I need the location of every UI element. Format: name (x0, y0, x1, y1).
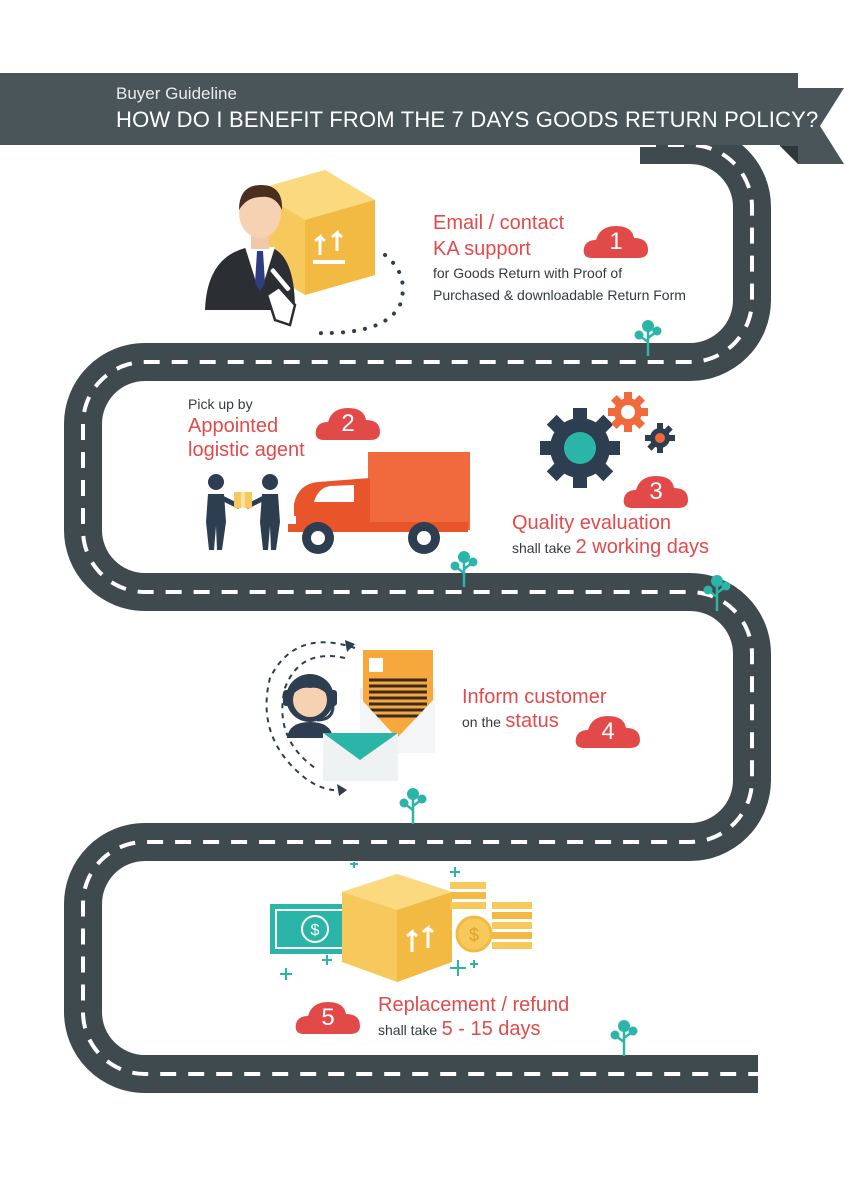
step3-badge: 3 (622, 470, 690, 510)
step2-title-line1: Appointed (188, 415, 279, 437)
step3-number: 3 (649, 478, 663, 505)
step1-title-line2: KA support (433, 238, 531, 260)
businessman-icon (205, 185, 295, 310)
step2-badge: 2 (314, 402, 382, 442)
handover-people-icon (206, 474, 280, 550)
svg-text:$: $ (311, 922, 320, 939)
step1-desc-line2: Purchased & downloadable Return Form (433, 287, 686, 303)
step1-desc-line1: for Goods Return with Proof of (433, 265, 623, 281)
cloud-badge-icon (575, 716, 640, 748)
tree-icon (634, 320, 662, 356)
step1-illustration (205, 170, 405, 336)
step3-duration: shall take 2 working days (512, 536, 709, 559)
envelope-document-icon (323, 650, 435, 781)
step2-pre: Pick up by (188, 396, 253, 412)
cloud-badge-icon (583, 226, 648, 258)
support-agent-icon (283, 674, 337, 738)
cloud-badge-icon (623, 476, 688, 508)
step1-title-line1: Email / contact (433, 212, 565, 234)
cloud-badge-icon (315, 408, 380, 440)
step4-title: Inform customer (462, 686, 607, 708)
header-kicker: Buyer Guideline (116, 84, 237, 103)
step3-highlight: 2 working days (575, 536, 710, 558)
step4-pre: on the (462, 714, 501, 730)
step5-title: Replacement / refund (378, 994, 570, 1016)
step4-badge: 4 (574, 710, 642, 750)
header-title: HOW DO I BENEFIT FROM THE 7 DAYS GOODS R… (116, 107, 819, 132)
tree-icon (399, 788, 427, 824)
step4-status-line: on the status (462, 710, 559, 733)
delivery-truck-icon (286, 452, 470, 554)
gears-icon (540, 392, 675, 488)
tree-icon (450, 551, 478, 587)
tree-icon (610, 1020, 638, 1056)
step2-number: 2 (341, 410, 355, 437)
step5-number: 5 (321, 1004, 335, 1031)
step4-highlight: status (505, 710, 559, 732)
coins-icon: $ (450, 882, 532, 953)
step5-badge: 5 (294, 996, 362, 1036)
step4-illustration (265, 640, 435, 796)
step1-badge: 1 (582, 220, 650, 260)
svg-text:$: $ (469, 925, 479, 945)
step5-highlight: 5 - 15 days (441, 1018, 541, 1040)
step3-title: Quality evaluation (512, 512, 671, 534)
step5-illustration: $ $ (270, 862, 532, 982)
step5-duration: shall take 5 - 15 days (378, 1018, 541, 1041)
step3-pre: shall take (512, 540, 572, 556)
tree-icon (703, 575, 731, 611)
cloud-badge-icon (295, 1002, 360, 1034)
step5-pre: shall take (378, 1022, 438, 1038)
parcel-box-icon (342, 874, 452, 982)
step2-title-line2: logistic agent (188, 439, 305, 461)
step1-number: 1 (609, 228, 623, 255)
pointer-hand-icon (265, 265, 297, 327)
step4-number: 4 (601, 718, 615, 745)
header-banner (0, 73, 798, 145)
